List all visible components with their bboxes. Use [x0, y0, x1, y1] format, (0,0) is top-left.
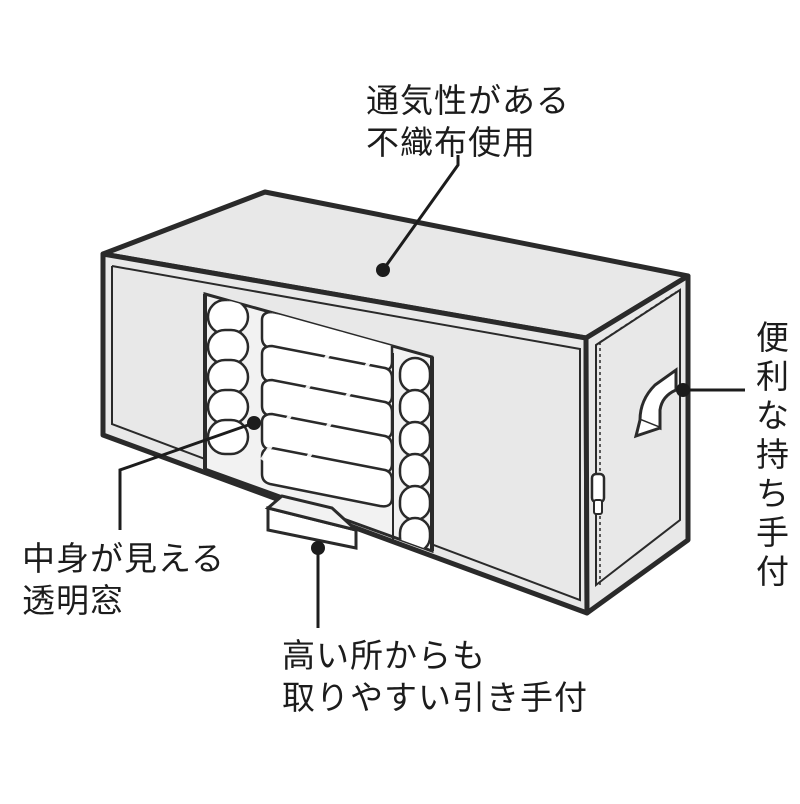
zipper	[590, 288, 681, 588]
leader-lines	[118, 155, 745, 628]
callout-line: 通気性がある	[366, 81, 570, 120]
callout-line: 中身が見える	[22, 539, 226, 578]
pull-handle	[264, 494, 358, 550]
callout-vertical-text: 便利な持ち手付	[756, 318, 790, 591]
callout-line: 高い所からも	[282, 636, 486, 675]
callout-clear-window: 中身が見える 透明窓	[22, 538, 225, 622]
callout-dot-bottom	[311, 541, 325, 555]
callout-dot-left	[247, 416, 261, 430]
callout-pull-handle: 高い所からも 取りやすい引き手付	[282, 635, 588, 719]
callout-breathable-fabric: 通気性がある 不織布使用	[366, 80, 570, 164]
clear-window	[203, 292, 434, 554]
callout-line: 不織布使用	[366, 123, 536, 162]
callout-side-handle: 便利な持ち手付	[752, 318, 794, 591]
callout-line: 取りやすい引き手付	[282, 678, 588, 717]
callout-line: 透明窓	[22, 581, 124, 620]
callout-dot-top	[376, 263, 390, 277]
callout-dot-right	[676, 383, 690, 397]
box-right-face	[583, 273, 691, 616]
